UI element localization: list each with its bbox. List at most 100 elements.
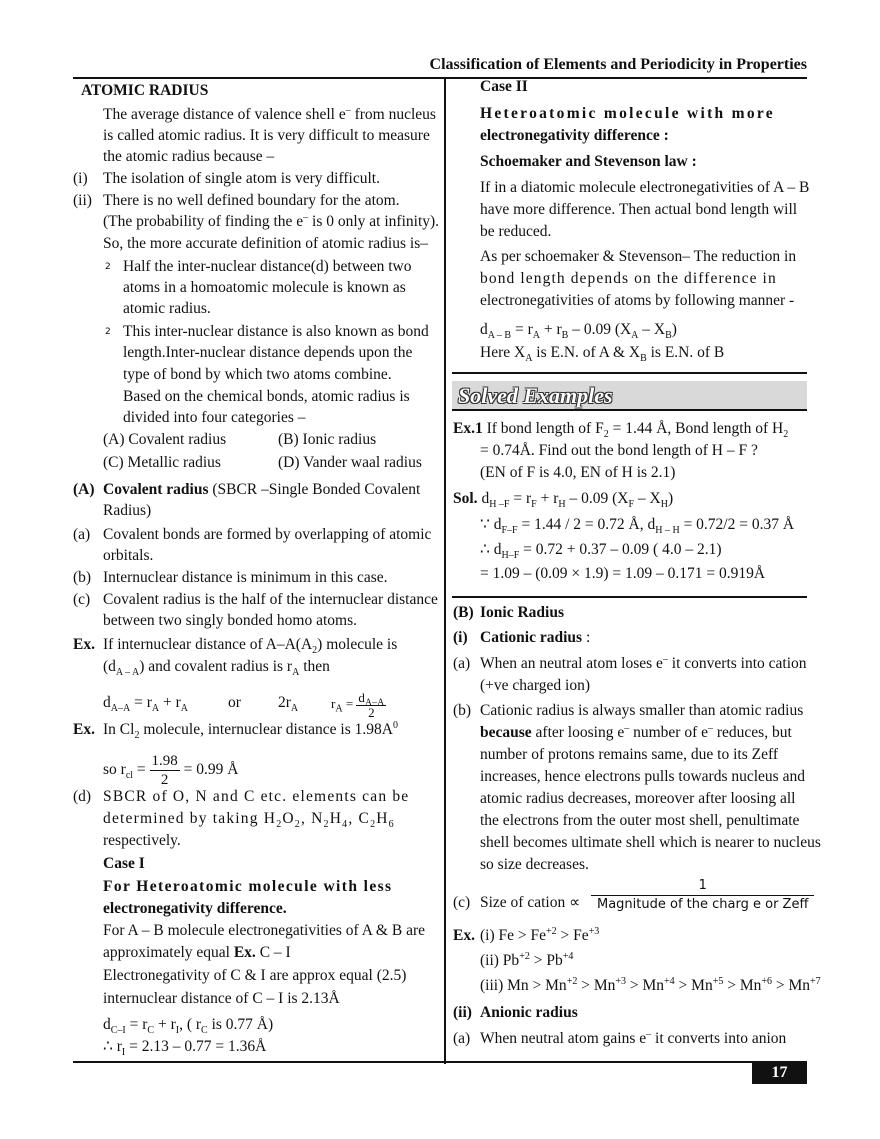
equation: dC–I = rC + rI, ( rC is 0.77 Å) (103, 1016, 274, 1037)
list-item: orbitals. (103, 547, 154, 564)
footer-rule (73, 1061, 807, 1063)
list-marker: (ii) (73, 192, 92, 209)
list-marker: (b) (73, 569, 92, 586)
bullet-text: Half the inter-nuclear distance(d) betwe… (123, 258, 412, 275)
case-heading: electronegativity difference : (480, 127, 669, 144)
case-label: Case I (103, 855, 145, 872)
header-rule (73, 77, 807, 79)
column-divider (444, 79, 446, 1064)
solution-text: ∵ dF–F = 1.44 / 2 = 0.72 Å, dH – H = 0.7… (480, 516, 795, 537)
section-heading: Ionic Radius (480, 604, 564, 621)
list-item: Internuclear distance is minimum in this… (103, 569, 388, 586)
equation: dA–A = rA + rA (103, 694, 188, 715)
section-marker: (B) (453, 604, 474, 621)
list-marker: (i) (73, 170, 88, 187)
solution-text: = 1.09 – (0.09 × 1.9) = 1.09 – 0.171 = 0… (480, 565, 766, 582)
bullet-text: This inter-nuclear distance is also know… (123, 323, 429, 340)
equation: or (228, 694, 241, 711)
bullet-text: length.Inter-nuclear distance depends up… (123, 344, 413, 361)
list-item: the electrons from the outer most shell,… (480, 812, 800, 829)
list-item: (+ve charged ion) (480, 677, 591, 694)
example-text: Ex.1 If bond length of F2 = 1.44 Å, Bond… (453, 420, 789, 441)
example-text: (i) Fe > Fe+2 > Fe+3 (480, 925, 600, 944)
example-text: (EN of F is 4.0, EN of H is 2.1) (480, 464, 676, 481)
example-text: (ii) Pb+2 > Pb+4 (480, 950, 574, 969)
solved-examples-band (452, 381, 807, 409)
equation-fraction: 1 Magnitude of the charg e or Zeff (591, 877, 815, 914)
example-text: (iii) Mn > Mn+2 > Mn+3 > Mn+4 > Mn+5 > M… (480, 975, 821, 994)
list-item: Cationic radius is always smaller than a… (480, 702, 804, 719)
example-marker: Ex. (73, 721, 95, 738)
list-item: because after loosing e– number of e– re… (480, 722, 792, 741)
list-marker: (a) (453, 1030, 471, 1047)
list-marker: (d) (73, 788, 92, 805)
list-marker: (ii) (453, 1004, 472, 1021)
sub-heading: Cationic radius : (480, 629, 591, 646)
section-heading: Covalent radius (SBCR –Single Bonded Cov… (103, 481, 421, 498)
case-text: For A – B molecule electronegativities o… (103, 922, 425, 939)
case-text: approximately equal Ex. C – I (103, 944, 291, 961)
sub-heading: Anionic radius (480, 1004, 578, 1021)
list-item: SBCR of O, N and C etc. elements can be (103, 788, 410, 805)
list-item: number of protons remains same, due to i… (480, 746, 779, 763)
list-marker: (c) (453, 894, 471, 911)
bullet-text: atoms in a homoatomic molecule is known … (123, 279, 406, 296)
law-text: As per schoemaker & Stevenson– The reduc… (480, 248, 797, 265)
equation: 2rA (278, 694, 299, 715)
bullet-text: type of bond by which two atoms combine. (123, 366, 392, 383)
section-heading: Radius) (103, 502, 152, 519)
page-header-title: Classification of Elements and Periodici… (429, 56, 807, 73)
equation: Here XA is E.N. of A & XB is E.N. of B (480, 344, 725, 365)
list-marker: (a) (73, 526, 91, 543)
list-marker: (i) (453, 629, 468, 646)
bullet-text: divided into four categories – (123, 409, 306, 426)
law-text: be reduced. (480, 223, 552, 240)
list-item: Covalent bonds are formed by overlapping… (103, 526, 432, 543)
case-text: Electronegativity of C & I are approx eq… (103, 967, 407, 984)
paragraph-line: the atomic radius because – (103, 148, 275, 165)
example-marker: Ex. (73, 636, 95, 653)
case-heading: For Heteroatomic molecule with less (103, 878, 393, 895)
solution-rule (452, 596, 807, 598)
solution-text: Sol. dH –F = rF + rH – 0.09 (XF – XH) (453, 490, 674, 511)
example-text: In Cl2 molecule, internuclear distance i… (103, 719, 398, 742)
equation: dA – B = rA + rB – 0.09 (XA – XB) (480, 321, 677, 342)
heading-atomic-radius: ATOMIC RADIUS (81, 82, 209, 99)
case-text: internuclear distance of C – I is 2.13Å (103, 990, 340, 1007)
equation: ∴ rI = 2.13 – 0.77 = 1.36Å (103, 1038, 267, 1059)
example-text: (dA – A) and covalent radius is rA then (103, 658, 330, 679)
list-marker: (b) (453, 702, 472, 719)
list-item: between two singly bonded homo atoms. (103, 612, 357, 629)
bullet-text: Based on the chemical bonds, atomic radi… (123, 388, 410, 405)
bullet-icon: 2 (105, 327, 111, 337)
list-item: When neutral atom gains e– it converts i… (480, 1028, 787, 1047)
law-text: electronegativities of atoms by followin… (480, 292, 795, 309)
list-item: so size decreases. (480, 856, 589, 873)
example-text: If internuclear distance of A–A(A2) mole… (103, 636, 398, 657)
category: (D) Vander waal radius (278, 454, 422, 471)
category: (A) Covalent radius (103, 431, 227, 448)
solution-text: ∴ dH–F = 0.72 + 0.37 – 0.09 ( 4.0 – 2.1) (480, 541, 722, 562)
list-item: There is no well defined boundary for th… (103, 192, 400, 209)
category: (B) Ionic radius (278, 431, 377, 448)
list-marker: (c) (73, 591, 91, 608)
bullet-text: atomic radius. (123, 300, 211, 317)
page-number: 17 (752, 1062, 807, 1084)
category: (C) Metallic radius (103, 454, 221, 471)
list-item: (The probability of finding the e– is 0 … (103, 211, 440, 230)
list-item: Size of cation ∝ (480, 894, 581, 911)
solved-examples-title: Solved Examples (458, 383, 613, 408)
list-item: The isolation of single atom is very dif… (103, 170, 380, 187)
paragraph-line: The average distance of valence shell e–… (103, 104, 436, 123)
list-marker: (a) (453, 655, 471, 672)
paragraph-line: is called atomic radius. It is very diff… (103, 127, 430, 144)
law-text: If in a diatomic molecule electronegativ… (480, 179, 810, 196)
example-marker: Ex. (453, 927, 475, 944)
case-label: Case II (480, 78, 528, 95)
list-item: atomic radius decreases, moreover after … (480, 790, 796, 807)
list-item: Covalent radius is the half of the inter… (103, 591, 438, 608)
list-item: increases, hence electrons pulls towards… (480, 768, 805, 785)
case-heading: electronegativity difference. (103, 900, 287, 917)
